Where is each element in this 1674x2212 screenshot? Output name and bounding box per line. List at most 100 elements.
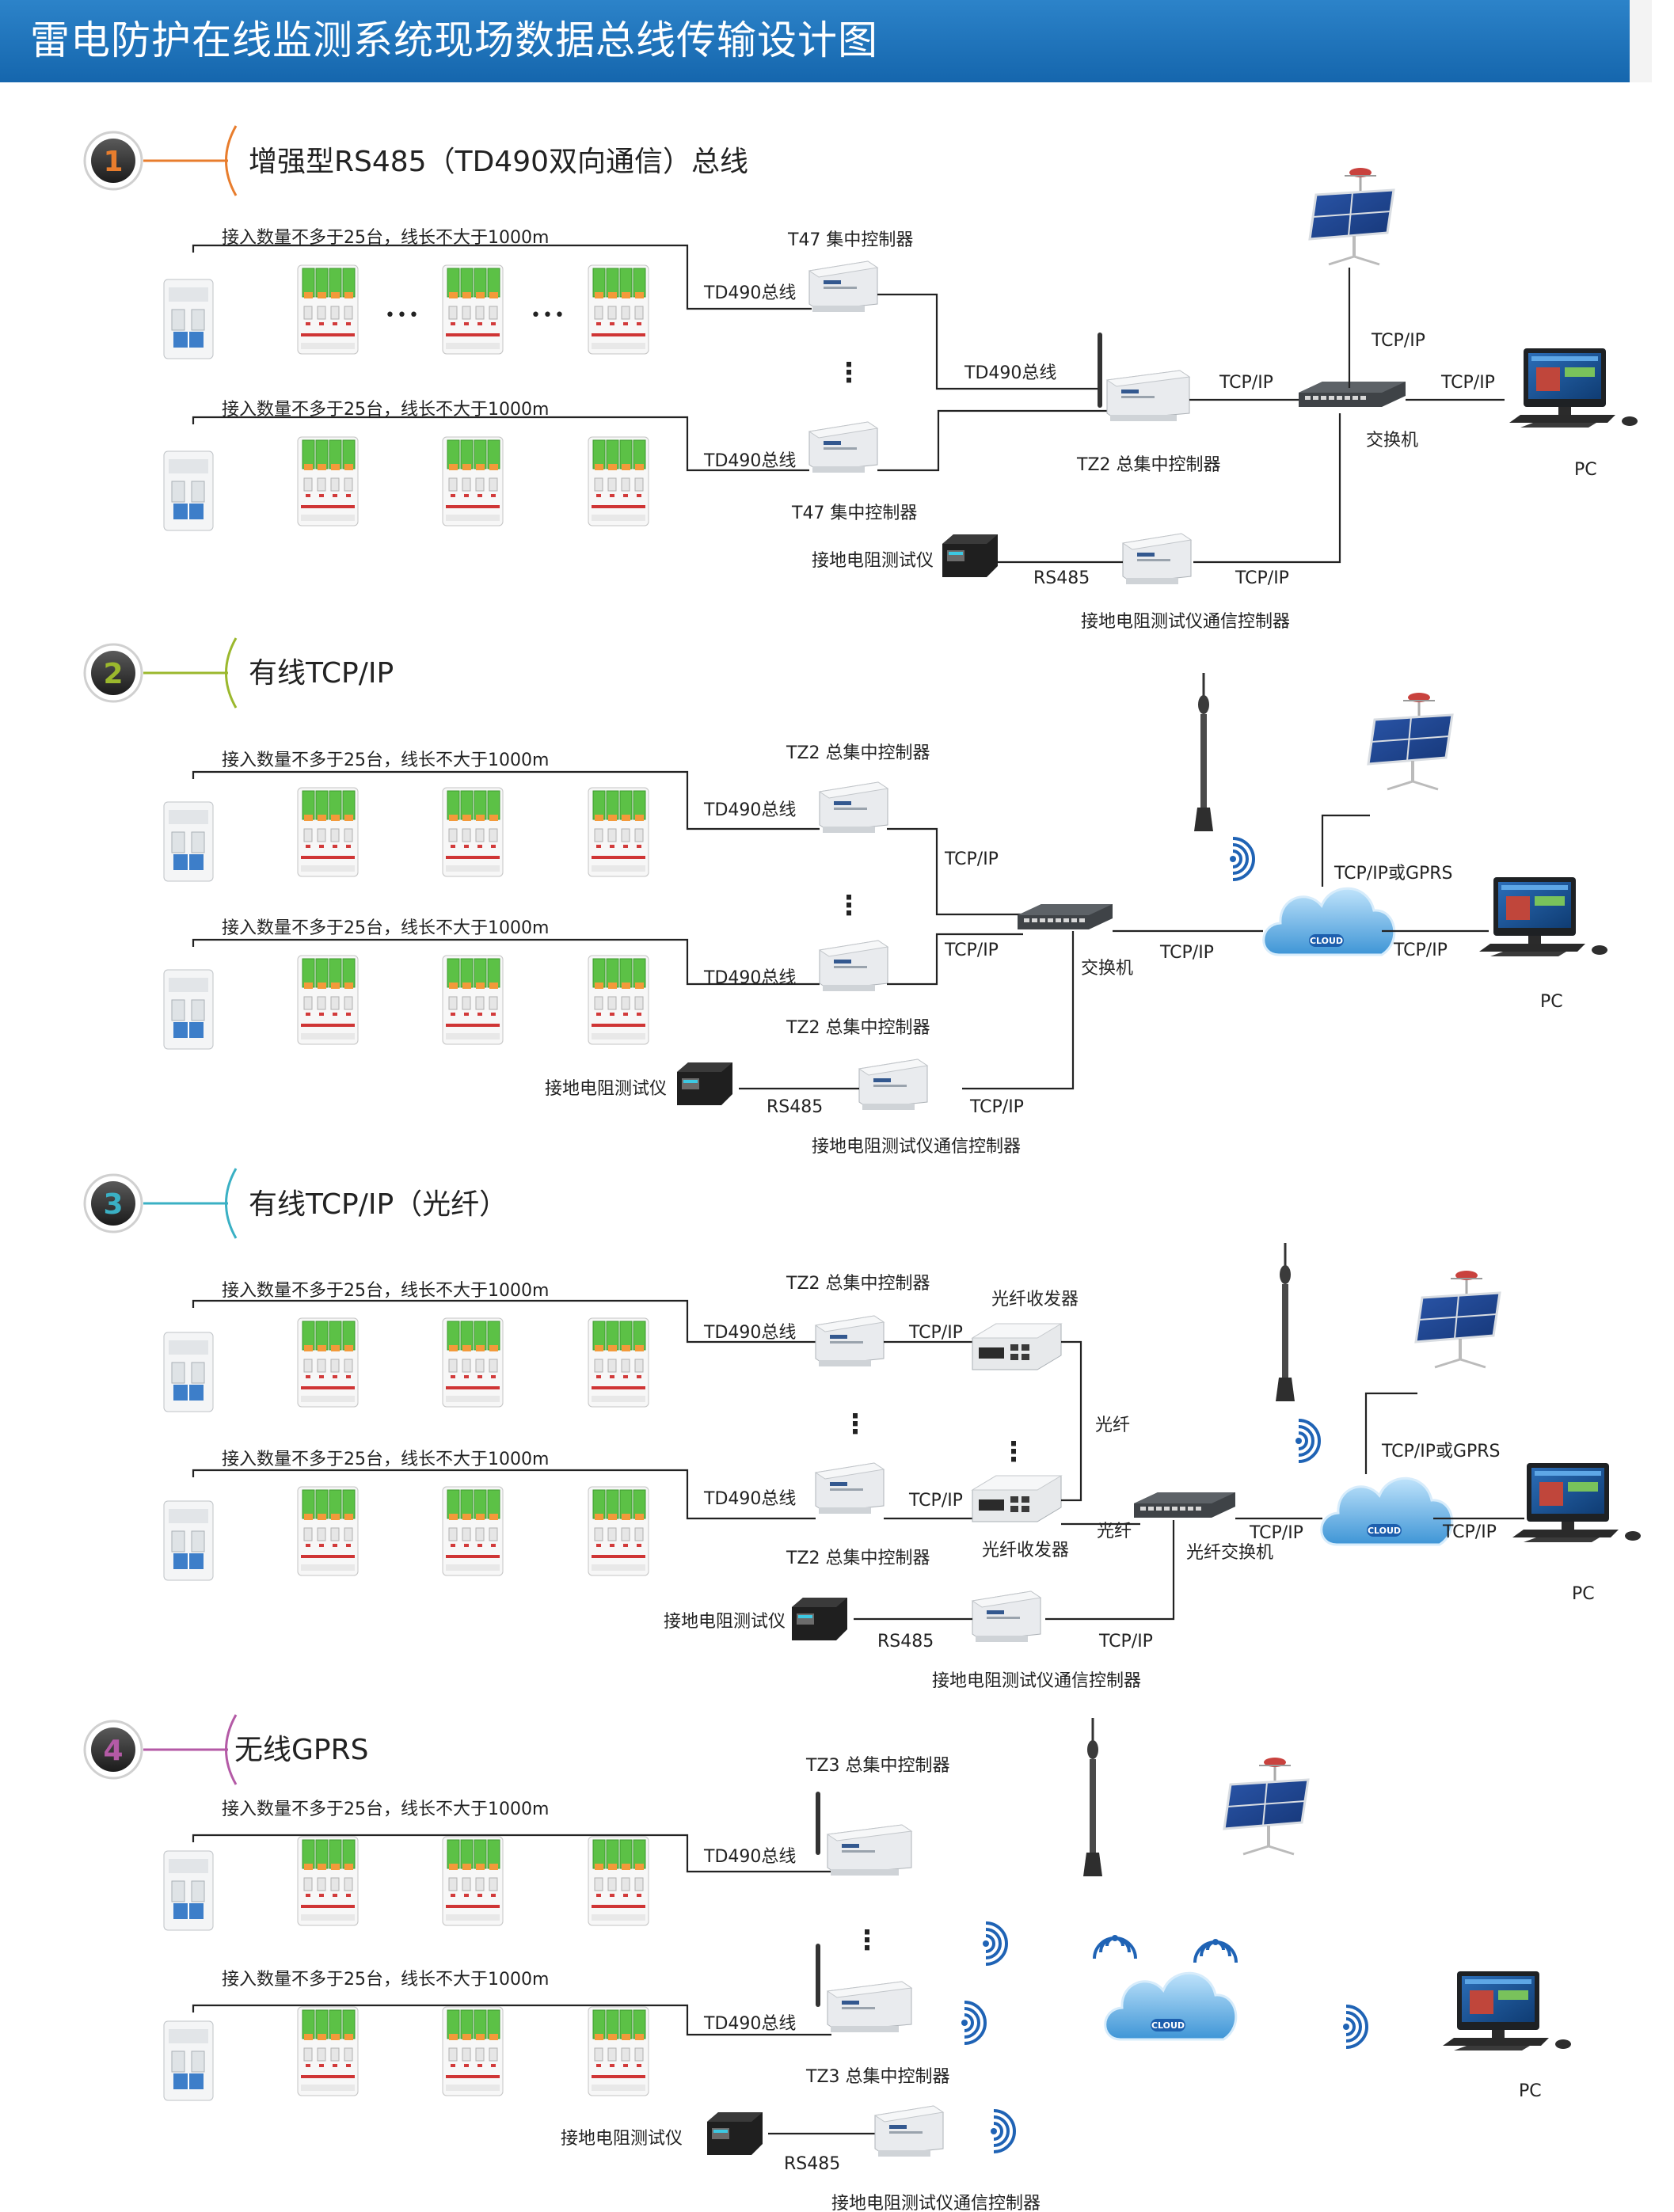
section-heading: 增强型RS485（TD490双向通信）总线 (249, 146, 748, 178)
surge-protector-icon (297, 1486, 359, 1576)
cloud-badge (1309, 934, 1344, 947)
surge-protector-icon (442, 1836, 504, 1926)
section-accent-bracket (225, 1714, 238, 1785)
cloud-label: CLOUD (1151, 2020, 1185, 2031)
ellipsis-dots: ⋮ (1000, 1436, 1027, 1468)
section-heading: 有线TCP/IP (249, 657, 394, 690)
pc-label: PC (1519, 2081, 1542, 2101)
title-bar: 雷电防护在线监测系统现场数据总线传输设计图 (0, 0, 1652, 82)
surge-protector-icon (588, 1486, 649, 1576)
controller-label: 接地电阻测试仪通信控制器 (831, 2194, 1041, 2212)
surge-protector-icon (442, 787, 504, 877)
link-label: TCP/IP (1219, 373, 1273, 393)
bus-wire (192, 416, 809, 472)
ellipsis-dots: ⋮ (835, 890, 862, 922)
link-label: 光纤 (1095, 1416, 1130, 1435)
solar-panel-monitor-icon (1308, 168, 1395, 266)
tester-label: 接地电阻测试仪 (561, 2129, 683, 2149)
wireless-signal-icon (961, 2001, 987, 2045)
wireless-signal-icon (1093, 1935, 1137, 1959)
wireless-signal-icon (1343, 2005, 1368, 2049)
lightning-rod-mast-icon (1276, 1243, 1295, 1401)
ground-resistance-tester-icon (677, 1062, 732, 1105)
link-label: TCP/IP (1235, 568, 1289, 588)
wireless-signal-icon (991, 2109, 1016, 2153)
link-label: TCP/IP (944, 849, 999, 869)
bus-wire (192, 244, 812, 310)
link-label: TCP/IP (1393, 941, 1448, 960)
bus-wire (192, 1469, 816, 1520)
tester-label: 接地电阻测试仪 (812, 551, 934, 571)
controller-icon (1105, 370, 1191, 421)
section-heading: 无线GPRS (234, 1734, 368, 1766)
row-caption: 接入数量不多于25台，线长不大于1000m (222, 228, 549, 248)
pc-workstation-icon (1509, 348, 1638, 428)
controller-icon (814, 1315, 885, 1366)
circuit-breaker-icon (163, 279, 214, 359)
controller-label: TZ2 总集中控制器 (1076, 455, 1221, 475)
surge-protector-icon (442, 436, 504, 526)
surge-protector-icon (588, 264, 649, 355)
link-label: TCP/IP (1371, 331, 1425, 351)
controller-label: TZ3 总集中控制器 (805, 1756, 950, 1776)
solar-panel-monitor-icon (1414, 1271, 1501, 1369)
circuit-breaker-icon (163, 1500, 214, 1581)
cloud-icon: CLOUD (1320, 1477, 1454, 1546)
title-bar-edge (1630, 0, 1652, 82)
link-label: TCP/IP (944, 941, 999, 960)
controller-icon (826, 1824, 913, 1876)
controller-icon (808, 260, 879, 312)
section-badge: 2 (83, 637, 238, 709)
section-accent-bracket (225, 637, 238, 709)
link-label: RS485 (767, 1097, 823, 1117)
surge-protector-icon (297, 1317, 359, 1408)
cloud-badge (1367, 1524, 1402, 1537)
controller-label: TZ2 总集中控制器 (786, 1274, 930, 1294)
ellipsis-dots: ⋮ (835, 357, 862, 389)
antenna-icon (816, 1944, 820, 2007)
row-caption: 接入数量不多于25台，线长不大于1000m (222, 918, 549, 938)
bus-wire (887, 933, 1023, 986)
wireless-signal-icon (1230, 837, 1255, 881)
solar-panel-monitor-icon (1223, 1758, 1310, 1856)
switch-label: 交换机 (1081, 959, 1133, 979)
bus-wire (1045, 1520, 1175, 1621)
cloud-label: CLOUD (1368, 1526, 1401, 1536)
controller-icon (814, 1462, 885, 1514)
wireless-signal-icon (1295, 1419, 1321, 1463)
circuit-breaker-icon (163, 2020, 214, 2101)
wireless-signal-icon (983, 1921, 1008, 1966)
bus-wire (192, 938, 820, 986)
network-switch-icon (1299, 382, 1406, 407)
controller-icon (971, 1591, 1042, 1642)
surge-protector-icon (297, 955, 359, 1045)
link-label: RS485 (1033, 568, 1090, 588)
cloud-icon: CLOUD (1104, 1971, 1238, 2041)
pc-workstation-icon (1512, 1463, 1641, 1542)
controller-label: T47 集中控制器 (791, 504, 917, 523)
bus-wire (192, 770, 820, 830)
controller-label: TZ2 总集中控制器 (786, 1549, 930, 1568)
fiber-transceiver-icon (971, 1475, 1063, 1522)
bus-wire (1193, 413, 1341, 564)
link-label: TCP/IP (908, 1491, 963, 1511)
transceiver-label: 光纤收发器 (982, 1541, 1069, 1560)
row-caption: 接入数量不多于25台，线长不大于1000m (222, 751, 549, 770)
section-number: 3 (103, 1188, 123, 1221)
network-switch-icon (1134, 1492, 1235, 1518)
switch-label: 光纤交换机 (1186, 1543, 1273, 1563)
link-label: TCP/IP (1249, 1523, 1303, 1543)
page-title: 雷电防护在线监测系统现场数据总线传输设计图 (30, 17, 878, 63)
circuit-breaker-icon (163, 1332, 214, 1412)
controller-label: T47 集中控制器 (787, 230, 913, 250)
link-label: TCP/IP (1440, 373, 1495, 393)
fiber-transceiver-icon (971, 1323, 1063, 1370)
controller-label: TZ2 总集中控制器 (786, 1018, 930, 1038)
surge-protector-icon (297, 2006, 359, 2096)
surge-protector-icon (588, 787, 649, 877)
ground-resistance-tester-icon (707, 2112, 763, 2155)
surge-protector-icon (588, 955, 649, 1045)
link-label: 光纤 (1097, 1522, 1132, 1541)
row-caption: 接入数量不多于25台，线长不大于1000m (222, 1800, 549, 1819)
lightning-rod-mast-icon (1194, 673, 1213, 831)
